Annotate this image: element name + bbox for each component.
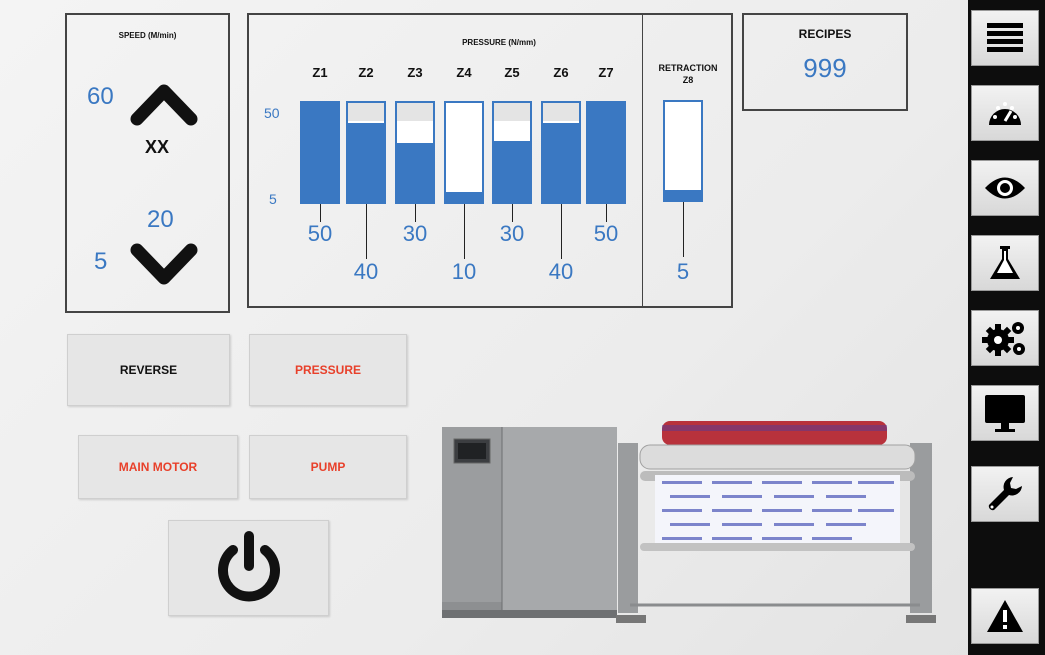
speed-min-value: 5	[94, 248, 108, 275]
zone-bar-7[interactable]	[586, 101, 626, 204]
wrench-icon	[988, 477, 1022, 511]
zone-bar-5[interactable]	[492, 101, 532, 204]
zone-bar-6[interactable]	[541, 101, 581, 204]
machine-image	[440, 415, 940, 630]
zone-label-3: Z3	[407, 65, 423, 80]
sidebar-lab-button[interactable]	[971, 235, 1039, 291]
speed-current-value: XX	[145, 137, 170, 157]
zone-bar-fill	[348, 123, 384, 202]
monitor-icon	[985, 395, 1025, 432]
speed-up-arrow-icon[interactable]	[129, 77, 199, 127]
menu-icon	[987, 23, 1023, 52]
zone-label-2: Z2	[358, 65, 374, 80]
pressure-scale-max: 50	[264, 105, 280, 121]
retraction-label-line1: RETRACTION	[658, 63, 718, 73]
speed-down-arrow-icon[interactable]	[129, 240, 199, 290]
zone-tick-5	[512, 204, 513, 222]
sidebar-view-button[interactable]	[971, 160, 1039, 216]
warning-icon	[987, 600, 1023, 632]
retraction-bar[interactable]	[663, 100, 703, 202]
pressure-panel: PRESSURE (N/mm) 50 5 Z1 50 Z2 40 Z3 30 Z4 10 Z5 3…	[247, 13, 733, 308]
gears-icon	[982, 322, 1025, 356]
sidebar	[968, 0, 1045, 655]
zone-bar-fill	[543, 123, 579, 202]
zone-tick-1	[320, 204, 321, 222]
sidebar-dashboard-button[interactable]	[971, 85, 1039, 141]
zone-bar-empty	[397, 121, 433, 143]
zone-tick-2	[366, 204, 367, 259]
zone-bar-2[interactable]	[346, 101, 386, 204]
recipes-panel[interactable]: RECIPES 999	[742, 13, 908, 111]
pump-button[interactable]: PUMP	[249, 435, 407, 499]
zone-label-4: Z4	[456, 65, 472, 80]
zone-value-2: 40	[353, 259, 379, 284]
zone-value-3: 30	[402, 221, 428, 246]
quilting-machine-illustration	[442, 421, 936, 623]
zone-bar-empty	[446, 103, 482, 192]
recipes-title: RECIPES	[798, 27, 852, 41]
eye-icon	[985, 177, 1025, 199]
zone-tick-4	[464, 204, 465, 259]
zone-tick-7	[606, 204, 607, 222]
zone-bar-3[interactable]	[395, 101, 435, 204]
zone-bar-empty	[543, 121, 579, 123]
reverse-button[interactable]: REVERSE	[67, 334, 230, 406]
speed-title: SPEED (M/min)	[118, 31, 177, 40]
zone-bar-empty	[348, 121, 384, 123]
sidebar-alarm-button[interactable]	[971, 588, 1039, 644]
sidebar-menu-button[interactable]	[971, 10, 1039, 66]
zone-value-6: 40	[548, 259, 574, 284]
dashboard-gauge-icon	[989, 102, 1021, 125]
pressure-scale-min: 5	[269, 191, 277, 207]
zone-label-1: Z1	[312, 65, 328, 80]
flask-icon	[990, 246, 1020, 279]
zone-bar-4[interactable]	[444, 101, 484, 204]
speed-panel: SPEED (M/min) 60 XX 20 5	[65, 13, 230, 313]
zone-bar-fill	[446, 192, 482, 202]
zone-label-5: Z5	[504, 65, 520, 80]
retraction-tick	[683, 202, 684, 257]
zone-label-7: Z7	[598, 65, 614, 80]
main-motor-button[interactable]: MAIN MOTOR	[78, 435, 238, 499]
sidebar-settings-button[interactable]	[971, 310, 1039, 366]
sidebar-tools-button[interactable]	[971, 466, 1039, 522]
zone-tick-6	[561, 204, 562, 259]
pressure-title: PRESSURE (N/mm)	[462, 38, 536, 47]
retraction-bar-fill	[665, 190, 701, 200]
zone-bar-fill	[588, 103, 624, 202]
power-button[interactable]	[168, 520, 329, 616]
retraction-value: 5	[676, 259, 690, 284]
sidebar-display-button[interactable]	[971, 385, 1039, 441]
zone-bar-fill	[494, 141, 530, 202]
recipes-value: 999	[803, 53, 847, 83]
retraction-label-line2: Z8	[682, 75, 694, 85]
zone-value-5: 30	[499, 221, 525, 246]
zone-value-1: 50	[307, 221, 333, 246]
zone-value-4: 10	[451, 259, 477, 284]
retraction-bar-empty	[665, 102, 701, 190]
zone-bar-fill	[397, 143, 433, 202]
pressure-button[interactable]: PRESSURE	[249, 334, 407, 406]
speed-max-value: 60	[87, 83, 114, 110]
zone-bar-fill	[302, 103, 338, 202]
power-icon	[217, 531, 280, 602]
zone-value-7: 50	[593, 221, 619, 246]
zone-bar-empty	[494, 121, 530, 141]
retraction-label: RETRACTION Z8	[645, 62, 731, 86]
zone-tick-3	[415, 204, 416, 222]
speed-min-set-value: 20	[147, 206, 174, 233]
zone-bar-1[interactable]	[300, 101, 340, 204]
retraction-divider	[642, 15, 643, 306]
zone-label-6: Z6	[553, 65, 569, 80]
